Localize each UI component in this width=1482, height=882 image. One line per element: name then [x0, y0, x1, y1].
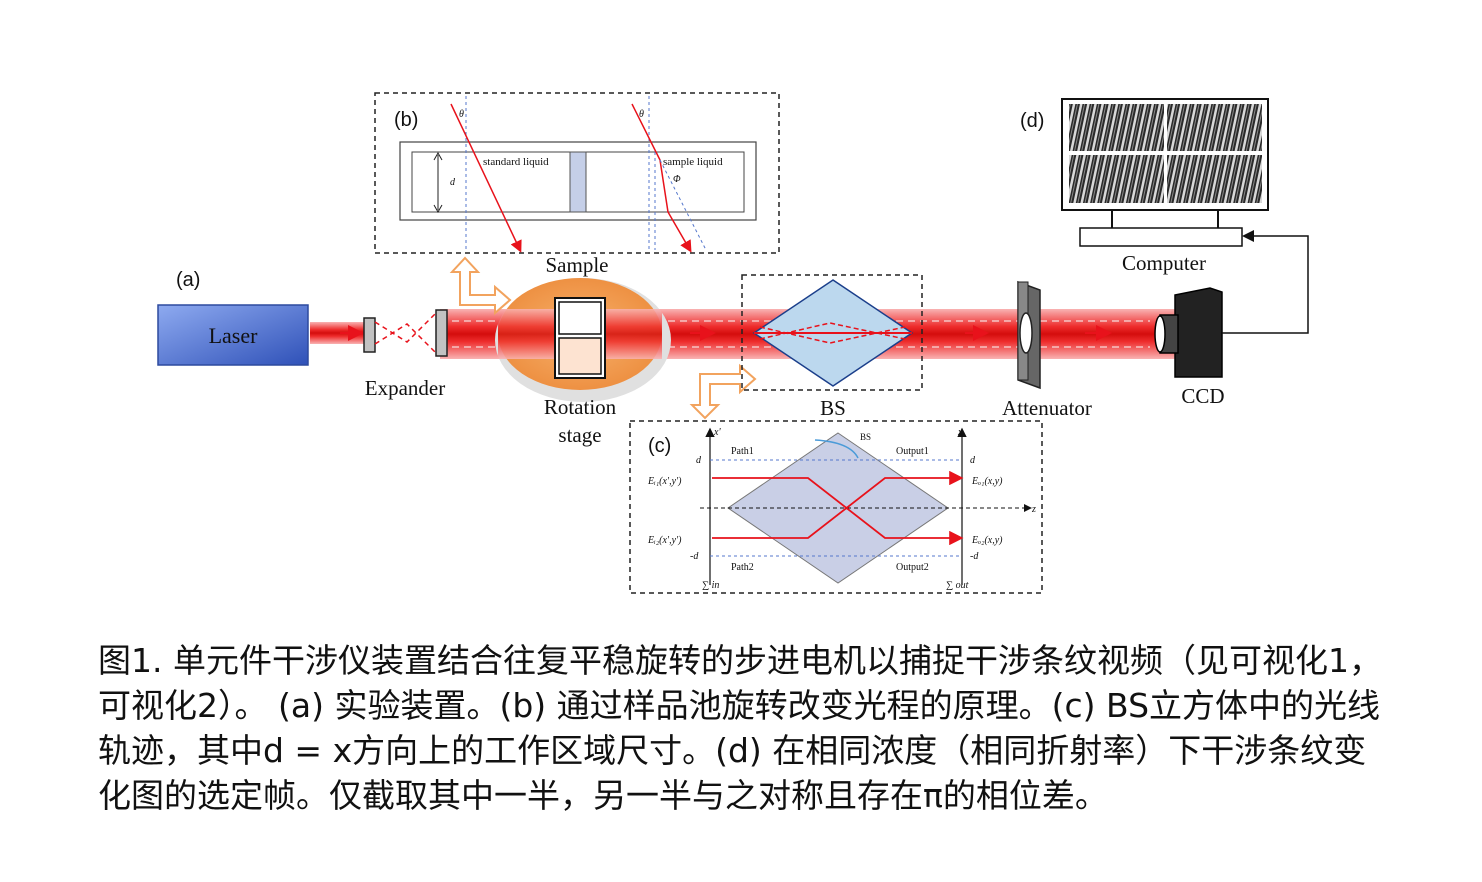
inset-b-d-label: d — [450, 177, 456, 188]
inset-b-d-arrowheads — [433, 151, 443, 214]
inset-c-bs-pointer — [814, 439, 859, 459]
inset-c-x: x — [957, 427, 963, 438]
laser-box — [157, 304, 309, 366]
inset-c-eo2: Eₒ₂(x,y) — [971, 535, 1003, 546]
fringe-frame-4 — [1167, 155, 1262, 203]
fringe-frame-3 — [1069, 155, 1164, 203]
inset-c-ei1: Eᵢ₁(x',y') — [647, 476, 682, 487]
inset-c-eo1: Eₒ₁(x,y) — [971, 476, 1003, 487]
inset-c-d-left: d — [696, 455, 702, 466]
computer-label: Computer — [1122, 251, 1206, 275]
attenuator-label: Attenuator — [1002, 396, 1092, 420]
ccd-label: CCD — [1181, 384, 1224, 408]
inset-b-ray-2 — [631, 103, 692, 253]
inset-c-output1: Output1 — [896, 446, 929, 457]
expander-dashed-rays — [374, 311, 438, 355]
inset-c-ray-path2 — [712, 470, 964, 539]
panel-label-b: (b) — [394, 109, 418, 131]
sample-cell-lower — [558, 337, 602, 375]
inset-c-d-right: d — [970, 455, 976, 466]
sample-cell-upper — [558, 301, 602, 335]
inset-b-standard-liquid: standard liquid — [483, 156, 549, 168]
orange-arrow-to-bs-inset — [689, 363, 757, 420]
inset-b-cell-outer — [399, 141, 757, 221]
fringe-frame-2 — [1167, 104, 1262, 151]
inset-b-theta-2: θ — [639, 109, 644, 120]
attenuator-aperture — [1019, 312, 1033, 354]
inset-c-z: z — [1031, 504, 1036, 515]
inset-c-sum-in: ∑ in — [702, 580, 719, 591]
rotation-stage-label-1: Rotation — [544, 395, 617, 419]
fringe-frame-1 — [1069, 104, 1164, 151]
inset-c-output2: Output2 — [896, 562, 929, 573]
laser-label: Laser — [209, 323, 259, 348]
inset-b-ray-1 — [450, 103, 522, 253]
experimental-setup-diagram: Laser (a) Expander Rotation stage BS Att… — [157, 92, 1309, 594]
expander-lens-1 — [363, 317, 376, 353]
inset-b-ray-2-ghost — [659, 159, 707, 251]
expander-lens-2 — [435, 309, 448, 357]
computer-base — [1079, 227, 1243, 247]
panel-label-d: (d) — [1020, 110, 1044, 132]
inset-b-sample-liquid: sample liquid — [663, 156, 723, 168]
inset-c-path2: Path2 — [731, 562, 754, 573]
inset-c-path1: Path1 — [731, 446, 754, 457]
inset-b-theta-1: θ — [459, 109, 464, 120]
bs-label: BS — [820, 396, 846, 420]
inset-b-divider — [569, 151, 587, 213]
inset-c-bs-label: BS — [860, 432, 871, 442]
inset-c-neg-d-right: -d — [970, 551, 979, 562]
inset-c-sum-out: ∑ out — [946, 580, 969, 591]
ccd-lens-front — [1154, 315, 1166, 353]
expander-label: Expander — [365, 376, 445, 400]
inset-c-bs-cube — [727, 432, 949, 584]
inset-c-x-prime: x' — [713, 427, 721, 438]
inset-b-phi: Φ — [673, 174, 681, 185]
inset-c-ei2: Eᵢ₂(x',y') — [647, 535, 682, 546]
sample-label: Sample — [546, 253, 609, 277]
bs-split-rays — [759, 322, 906, 344]
inset-c-neg-d-left: -d — [690, 551, 699, 562]
bs-dashed-box — [741, 274, 923, 391]
figure-caption: 图1. 单元件干涉仪装置结合往复平稳旋转的步进电机以捕捉干涉条纹视频（见可视化1… — [98, 641, 1382, 815]
orange-arrow-to-sample — [449, 256, 512, 316]
ccd-to-computer-line — [1222, 230, 1309, 334]
rotation-stage-label-2: stage — [558, 423, 601, 447]
panel-label-c: (c) — [648, 435, 671, 457]
panel-label-a: (a) — [176, 269, 200, 291]
ccd-body — [1174, 287, 1223, 378]
